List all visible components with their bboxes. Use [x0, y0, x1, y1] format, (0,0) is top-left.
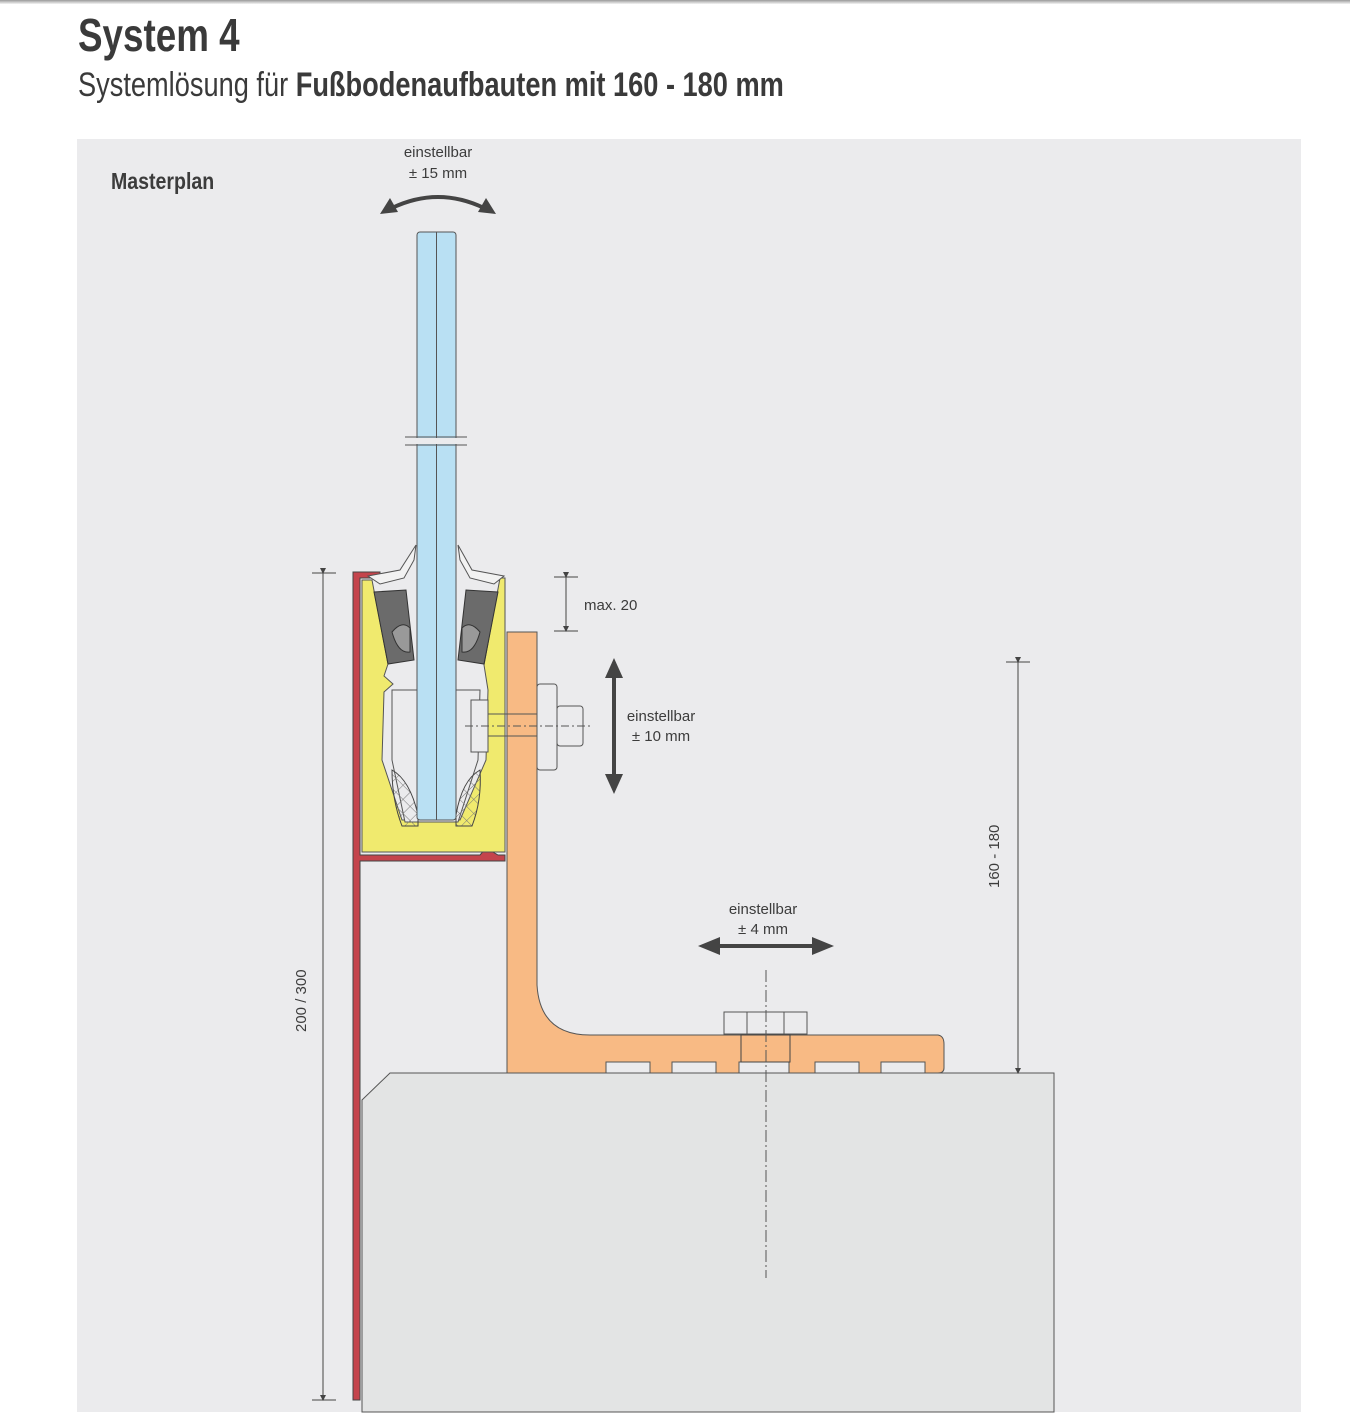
floor-height-dimension: [1006, 657, 1030, 1074]
bracket-foot-notches: [605, 1061, 926, 1074]
clamp-wedge-left: [391, 624, 411, 653]
page-subtitle: Systemlösung für Fußbodenaufbauten mit 1…: [78, 66, 784, 105]
concrete-slab: [361, 1072, 1055, 1413]
top-shadow-bar: [0, 0, 1350, 4]
clamp-wedge-right: [461, 624, 481, 653]
horizontal-adjust-arrow: [698, 937, 834, 955]
max-depth-label: max. 20: [584, 597, 637, 614]
gasket-right: [455, 769, 481, 827]
tilt-adjust-arrow: [380, 195, 496, 214]
lip-seal-right: [457, 544, 506, 585]
page-title: System 4: [78, 9, 240, 61]
floor-bolt-head: [723, 1011, 808, 1035]
floor-height-label: 160 - 180: [986, 825, 1003, 888]
subtitle-prefix: Systemlösung für: [78, 66, 296, 104]
vertical-adjust-label-1: einstellbar: [627, 708, 695, 725]
fascia-height-dimension: [312, 568, 336, 1401]
vertical-adjust-label-2: ± 10 mm: [632, 728, 690, 745]
horizontal-adjust-label-2: ± 4 mm: [738, 921, 788, 938]
angle-bracket: [506, 631, 945, 1074]
diagram-label: Masterplan: [111, 168, 215, 194]
fascia-height-label: 200 / 300: [293, 969, 310, 1032]
vertical-adjust-arrow: [605, 658, 623, 794]
horizontal-adjust-label-1: einstellbar: [729, 901, 797, 918]
tilt-adjust-label-1: einstellbar: [404, 144, 472, 161]
glass-break-mark: [405, 436, 467, 446]
anchor-bolt: [465, 683, 592, 771]
gasket-left: [391, 769, 419, 827]
subtitle-bold: Fußbodenaufbauten mit 160 - 180 mm: [295, 66, 784, 104]
tilt-adjust-label-2: ± 15 mm: [409, 165, 467, 182]
lip-seal-left: [366, 544, 417, 585]
max-depth-dimension: [554, 572, 578, 632]
